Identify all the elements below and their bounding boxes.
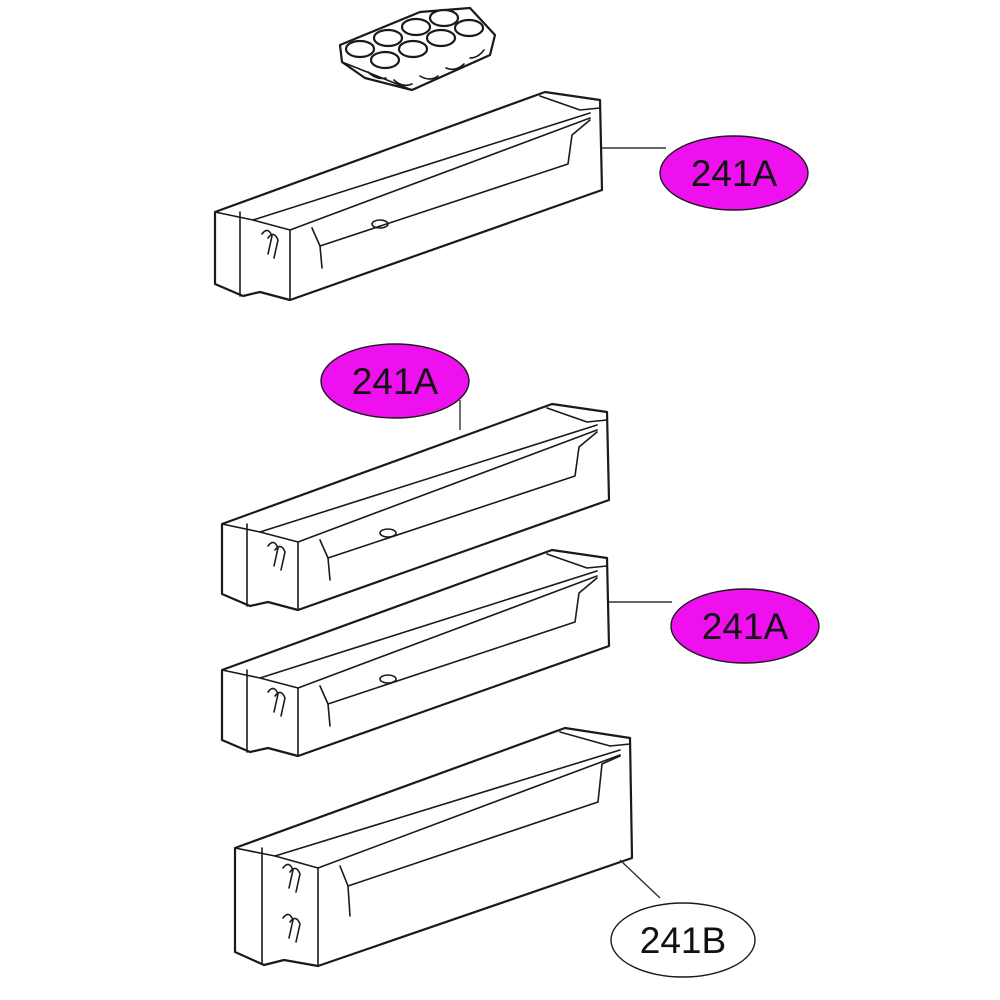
- callout-label: 241B: [640, 920, 726, 961]
- door-bin-4: [233, 726, 634, 968]
- callout-label: 241A: [691, 153, 778, 194]
- callout-241b: 241B: [610, 902, 756, 978]
- door-bin-3: [220, 548, 611, 758]
- door-bin-1: [213, 90, 604, 302]
- callout-241a-lower: 241A: [670, 588, 820, 664]
- door-bin-2: [220, 402, 611, 612]
- egg-tray: [338, 6, 497, 92]
- callout-241a-top: 241A: [659, 135, 809, 211]
- callout-241a-middle: 241A: [320, 343, 470, 419]
- callout-label: 241A: [352, 361, 439, 402]
- leader-line-4: [619, 859, 661, 899]
- callout-label: 241A: [702, 606, 789, 647]
